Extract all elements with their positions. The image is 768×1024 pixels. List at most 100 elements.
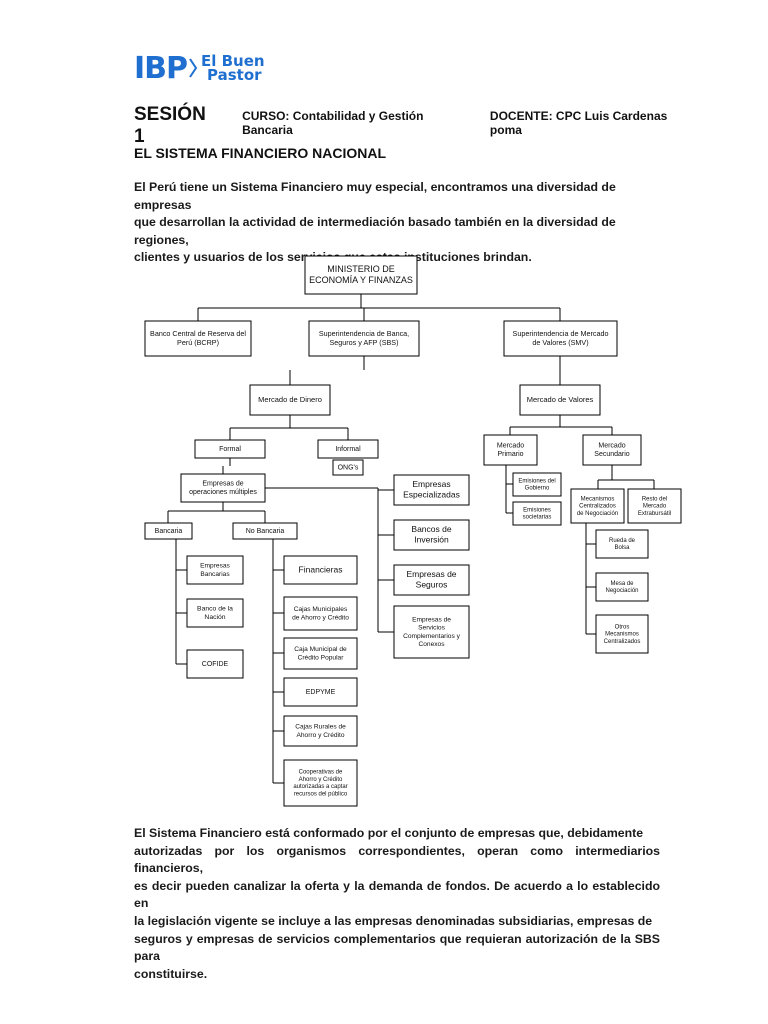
org-node-box bbox=[283, 677, 358, 707]
org-node-label: Seguros y AFP (SBS) bbox=[330, 338, 399, 347]
org-node-box bbox=[393, 474, 470, 506]
org-node-label: Mercado bbox=[598, 443, 625, 450]
org-node-box bbox=[304, 255, 418, 295]
org-node-label: Cooperativas de bbox=[299, 770, 343, 776]
org-node-box bbox=[393, 564, 470, 596]
logo-line-1: El Buen bbox=[201, 52, 265, 70]
org-node-label: Mesa de bbox=[610, 581, 634, 587]
org-node-label: Superintendencia de Mercado bbox=[513, 329, 609, 338]
org-chart-connectors bbox=[167, 294, 655, 784]
org-node-label: ONG's bbox=[338, 464, 359, 471]
org-node-mercado-dinero: Mercado de Dinero bbox=[249, 384, 331, 416]
org-node-box bbox=[194, 439, 266, 459]
chevron-right-icon bbox=[189, 58, 198, 78]
org-node-label: Nación bbox=[204, 614, 225, 621]
intro-line: El Perú tiene un Sistema Financiero muy … bbox=[134, 180, 616, 212]
logo-wordmark: El Buen Pastor bbox=[201, 52, 265, 84]
org-node-label: Especializadas bbox=[403, 489, 460, 499]
org-node-label: de Valores (SMV) bbox=[532, 338, 588, 347]
org-node-label: EDPYME bbox=[306, 689, 336, 696]
org-node-label: Empresas bbox=[412, 479, 450, 489]
org-node-label: Empresas de bbox=[406, 569, 456, 579]
org-node-label: Otros bbox=[615, 624, 630, 630]
org-node-label: Inversión bbox=[414, 534, 449, 544]
org-node-box bbox=[393, 519, 470, 551]
org-node-box bbox=[283, 759, 358, 807]
logo-brand: IBP bbox=[134, 50, 188, 86]
org-node-label: recursos del público bbox=[294, 792, 348, 798]
logo-line-2: Pastor bbox=[207, 66, 262, 84]
org-node-label: Ahorro y Crédito bbox=[299, 777, 343, 783]
closing-line: constituirse. bbox=[134, 966, 208, 981]
org-node-box bbox=[249, 384, 331, 416]
org-node-box bbox=[512, 472, 562, 497]
org-node-label: Bancos de bbox=[411, 524, 451, 534]
org-node-label: Mecanismos bbox=[581, 496, 615, 502]
org-node-label: de Ahorro y Crédito bbox=[292, 614, 349, 621]
org-node-sbs: Superintendencia de Banca,Seguros y AFP … bbox=[308, 320, 420, 357]
org-node-formal: Formal bbox=[194, 439, 266, 459]
org-node-label: Cajas Municipales bbox=[294, 606, 348, 613]
session-header: SESIÓN 1 CURSO: Contabilidad y Gestión B… bbox=[134, 104, 694, 147]
org-node-label: Formal bbox=[219, 446, 241, 453]
org-node-label: ECONOMÍA Y FINANZAS bbox=[309, 275, 413, 285]
org-node-box bbox=[317, 439, 379, 459]
org-node-box bbox=[483, 434, 538, 466]
org-node-box bbox=[308, 320, 420, 357]
org-node-label: Crédito Popular bbox=[298, 654, 345, 661]
org-node-bancaria: Bancaria bbox=[144, 522, 193, 540]
org-node-box bbox=[144, 320, 252, 357]
org-node-label: Bancaria bbox=[155, 528, 183, 535]
org-node-label: Gobierno bbox=[525, 486, 550, 492]
org-node-informal: Informal bbox=[317, 439, 379, 459]
org-node-label: COFIDE bbox=[202, 661, 229, 668]
org-node-label: Seguros bbox=[416, 579, 448, 589]
org-node-label: Empresas bbox=[200, 563, 230, 570]
org-node-ong: ONG's bbox=[332, 459, 364, 476]
org-node-label: Mercado bbox=[643, 504, 667, 510]
org-node-label: Centralizados bbox=[604, 639, 641, 645]
org-node-label: operaciones múltiples bbox=[189, 489, 257, 496]
org-node-label: Primario bbox=[497, 451, 523, 458]
org-node-box bbox=[144, 522, 193, 540]
org-node-label: Emisiones bbox=[523, 507, 551, 513]
org-node-label: Emisiones del bbox=[518, 478, 555, 484]
org-node-label: Informal bbox=[335, 446, 361, 453]
org-node-label: Cajas Rurales de bbox=[295, 724, 346, 731]
org-node-label: Negociación bbox=[605, 588, 638, 594]
org-node-label: Superintendencia de Banca, bbox=[319, 329, 409, 338]
org-node-label: No Bancaria bbox=[246, 528, 285, 535]
org-node-box bbox=[186, 555, 244, 585]
closing-line: autorizadas por los organismos correspon… bbox=[134, 843, 660, 876]
org-node-label: Bolsa bbox=[614, 545, 630, 551]
org-node-box bbox=[283, 637, 358, 670]
org-node-label: Mecanismos bbox=[605, 632, 639, 638]
org-node-label: MINISTERIO DE bbox=[327, 264, 395, 274]
org-node-box bbox=[627, 488, 682, 524]
org-node-financieras: Financieras bbox=[283, 555, 358, 585]
ibp-logo: IBP El Buen Pastor bbox=[134, 50, 265, 86]
org-node-label: Conexos bbox=[418, 641, 445, 648]
org-node-label: Ahorro y Crédito bbox=[296, 732, 344, 739]
org-node-label: Bancarias bbox=[200, 571, 230, 578]
org-node-box bbox=[283, 715, 358, 747]
org-node-label: Banco Central de Reserva del bbox=[150, 329, 246, 338]
org-node-box bbox=[595, 529, 649, 559]
course-label: CURSO: Contabilidad y Gestión Bancaria bbox=[242, 109, 424, 137]
org-node-label: de Negociación bbox=[577, 511, 618, 517]
